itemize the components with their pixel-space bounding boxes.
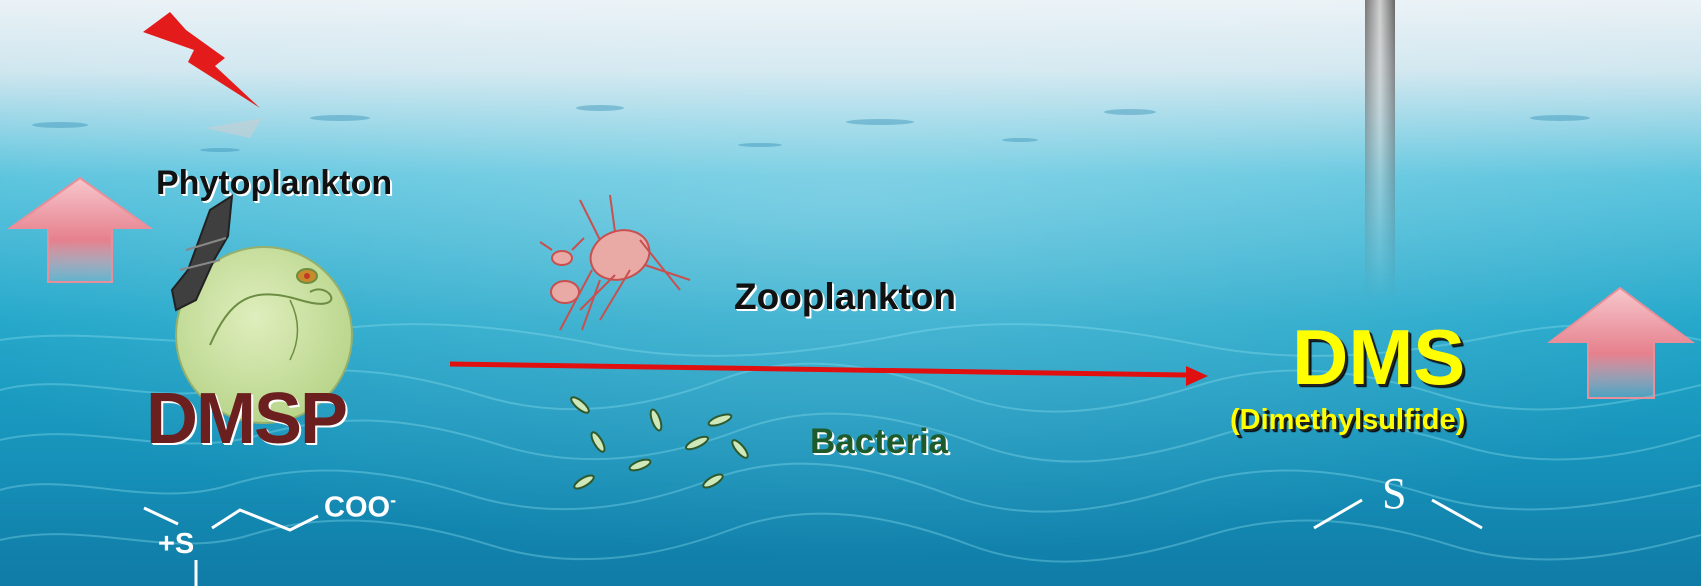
lightning-icon (143, 12, 262, 138)
reaction-arrow-icon (450, 364, 1208, 386)
up-arrow-icon (1550, 288, 1692, 398)
bacteria-label: Bacteria (810, 422, 948, 462)
zooplankton-icon (540, 195, 690, 330)
dms-full-name: (Dimethylsulfide) (1230, 404, 1465, 437)
dmsp-carboxyl-label: COO- (324, 490, 396, 525)
phytoplankton-label: Phytoplankton (156, 164, 392, 203)
dmsp-sulfur-label: +S (158, 528, 194, 561)
dms-label: DMS (1292, 312, 1465, 403)
dmsp-label: DMSP (146, 378, 346, 460)
dms-sulfur-label: S (1382, 468, 1406, 519)
bacteria-icon (569, 395, 750, 491)
up-arrow-icon (10, 178, 150, 282)
dmsp-carboxyl-charge: - (390, 490, 396, 510)
dmsp-carboxyl-text: COO (324, 492, 390, 524)
zooplankton-label: Zooplankton (734, 276, 956, 318)
